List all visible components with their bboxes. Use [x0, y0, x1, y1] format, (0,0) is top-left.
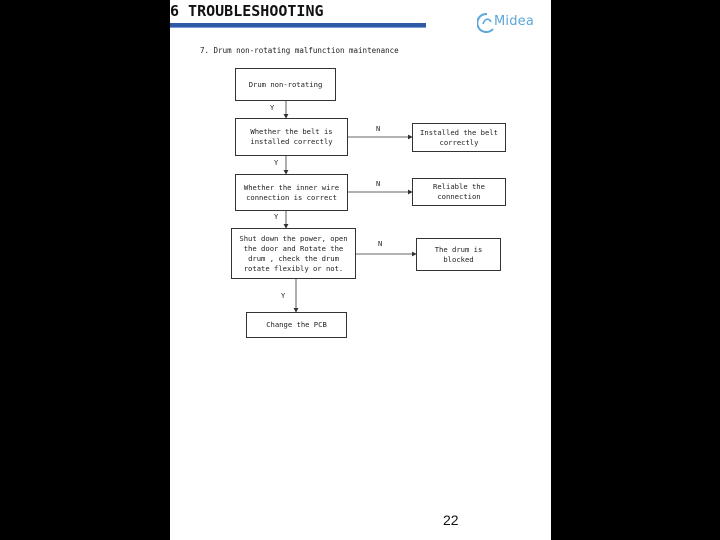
flow-question-belt-text: Whether the belt is installed correctly: [250, 127, 333, 146]
flow-action-drum: The drum is blocked: [416, 238, 501, 271]
flow-question-wire-text: Whether the inner wire connection is cor…: [243, 182, 340, 202]
no-label-1: N: [376, 125, 381, 133]
flow-start-box: Drum non-rotating: [235, 68, 336, 101]
flow-action-belt: Installed the belt correctly: [412, 123, 506, 152]
flow-question-wire: Whether the inner wire connection is cor…: [235, 174, 348, 211]
flow-action-wire-text: Reliable the connection: [433, 182, 485, 201]
no-label-2: N: [376, 180, 381, 188]
flow-start-text: Drum non-rotating: [248, 79, 323, 89]
page-number: 22: [443, 512, 459, 528]
flow-end-box: Change the PCB: [246, 312, 347, 338]
flow-question-drum-text: Shut down the power, open the door and R…: [239, 233, 348, 273]
header-rule: [170, 23, 426, 27]
flow-action-belt-text: Installed the belt correctly: [420, 127, 498, 147]
flow-end-text: Change the PCB: [266, 320, 327, 329]
section-title: 7. Drum non-rotating malfunction mainten…: [200, 46, 399, 55]
yes-label-2: Y: [274, 159, 279, 167]
page-title: 6 TROUBLESHOOTING: [170, 2, 324, 20]
flow-action-drum-text: The drum is blocked: [434, 244, 483, 264]
yes-label-1: Y: [270, 104, 275, 112]
no-label-3: N: [378, 240, 383, 248]
flow-action-wire: Reliable the connection: [412, 178, 506, 206]
header-rule-light: [170, 27, 426, 28]
yes-label-4: Y: [281, 292, 286, 300]
yes-label-3: Y: [274, 213, 279, 221]
flow-question-drum: Shut down the power, open the door and R…: [231, 228, 356, 279]
logo-text: Midea: [494, 14, 535, 29]
flow-question-belt: Whether the belt is installed correctly: [235, 118, 348, 156]
midea-logo-icon: [477, 12, 494, 33]
